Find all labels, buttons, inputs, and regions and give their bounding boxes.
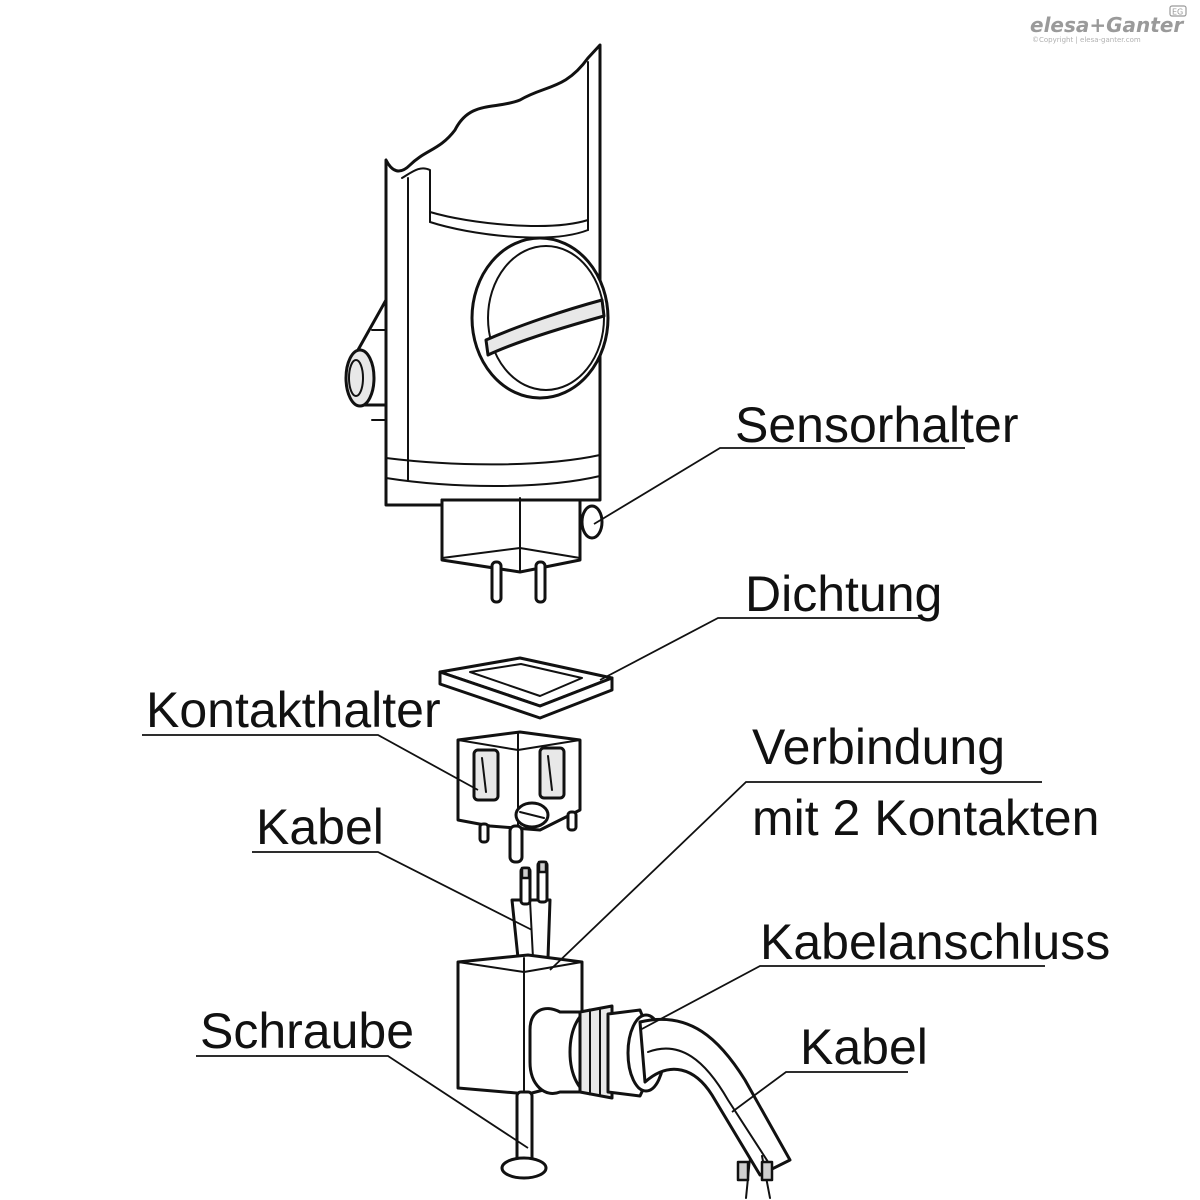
label-sensorhalter: Sensorhalter bbox=[735, 397, 1019, 453]
label-kabelanschluss: Kabelanschluss bbox=[760, 914, 1110, 970]
watermark-brand: elesa+Ganter bbox=[1030, 13, 1184, 37]
contact-holder-drawing bbox=[456, 730, 582, 864]
labels: Sensorhalter Dichtung Kontakthalter Verb… bbox=[146, 397, 1110, 1075]
watermark: elesa+Ganter EG ©Copyright | elesa-gante… bbox=[1030, 5, 1187, 44]
label-kontakthalter: Kontakthalter bbox=[146, 682, 441, 738]
label-schraube: Schraube bbox=[200, 1003, 414, 1059]
label-verbindung-line1: Verbindung bbox=[752, 719, 1005, 775]
watermark-badge: EG bbox=[1172, 8, 1183, 17]
label-dichtung: Dichtung bbox=[745, 566, 942, 622]
leader-lines bbox=[142, 447, 1045, 1149]
label-kabel-top: Kabel bbox=[256, 799, 384, 855]
label-kabel-bottom: Kabel bbox=[800, 1019, 928, 1075]
label-verbindung-line2: mit 2 Kontakten bbox=[752, 790, 1099, 846]
watermark-copyright: ©Copyright | elesa-ganter.com bbox=[1032, 36, 1141, 44]
cable-leads-drawing bbox=[510, 860, 552, 960]
sensor-holder-drawing bbox=[344, 43, 610, 604]
connector-body-drawing bbox=[456, 953, 792, 1199]
watermark-badge-frame bbox=[1169, 5, 1187, 17]
gasket-drawing bbox=[438, 656, 614, 720]
